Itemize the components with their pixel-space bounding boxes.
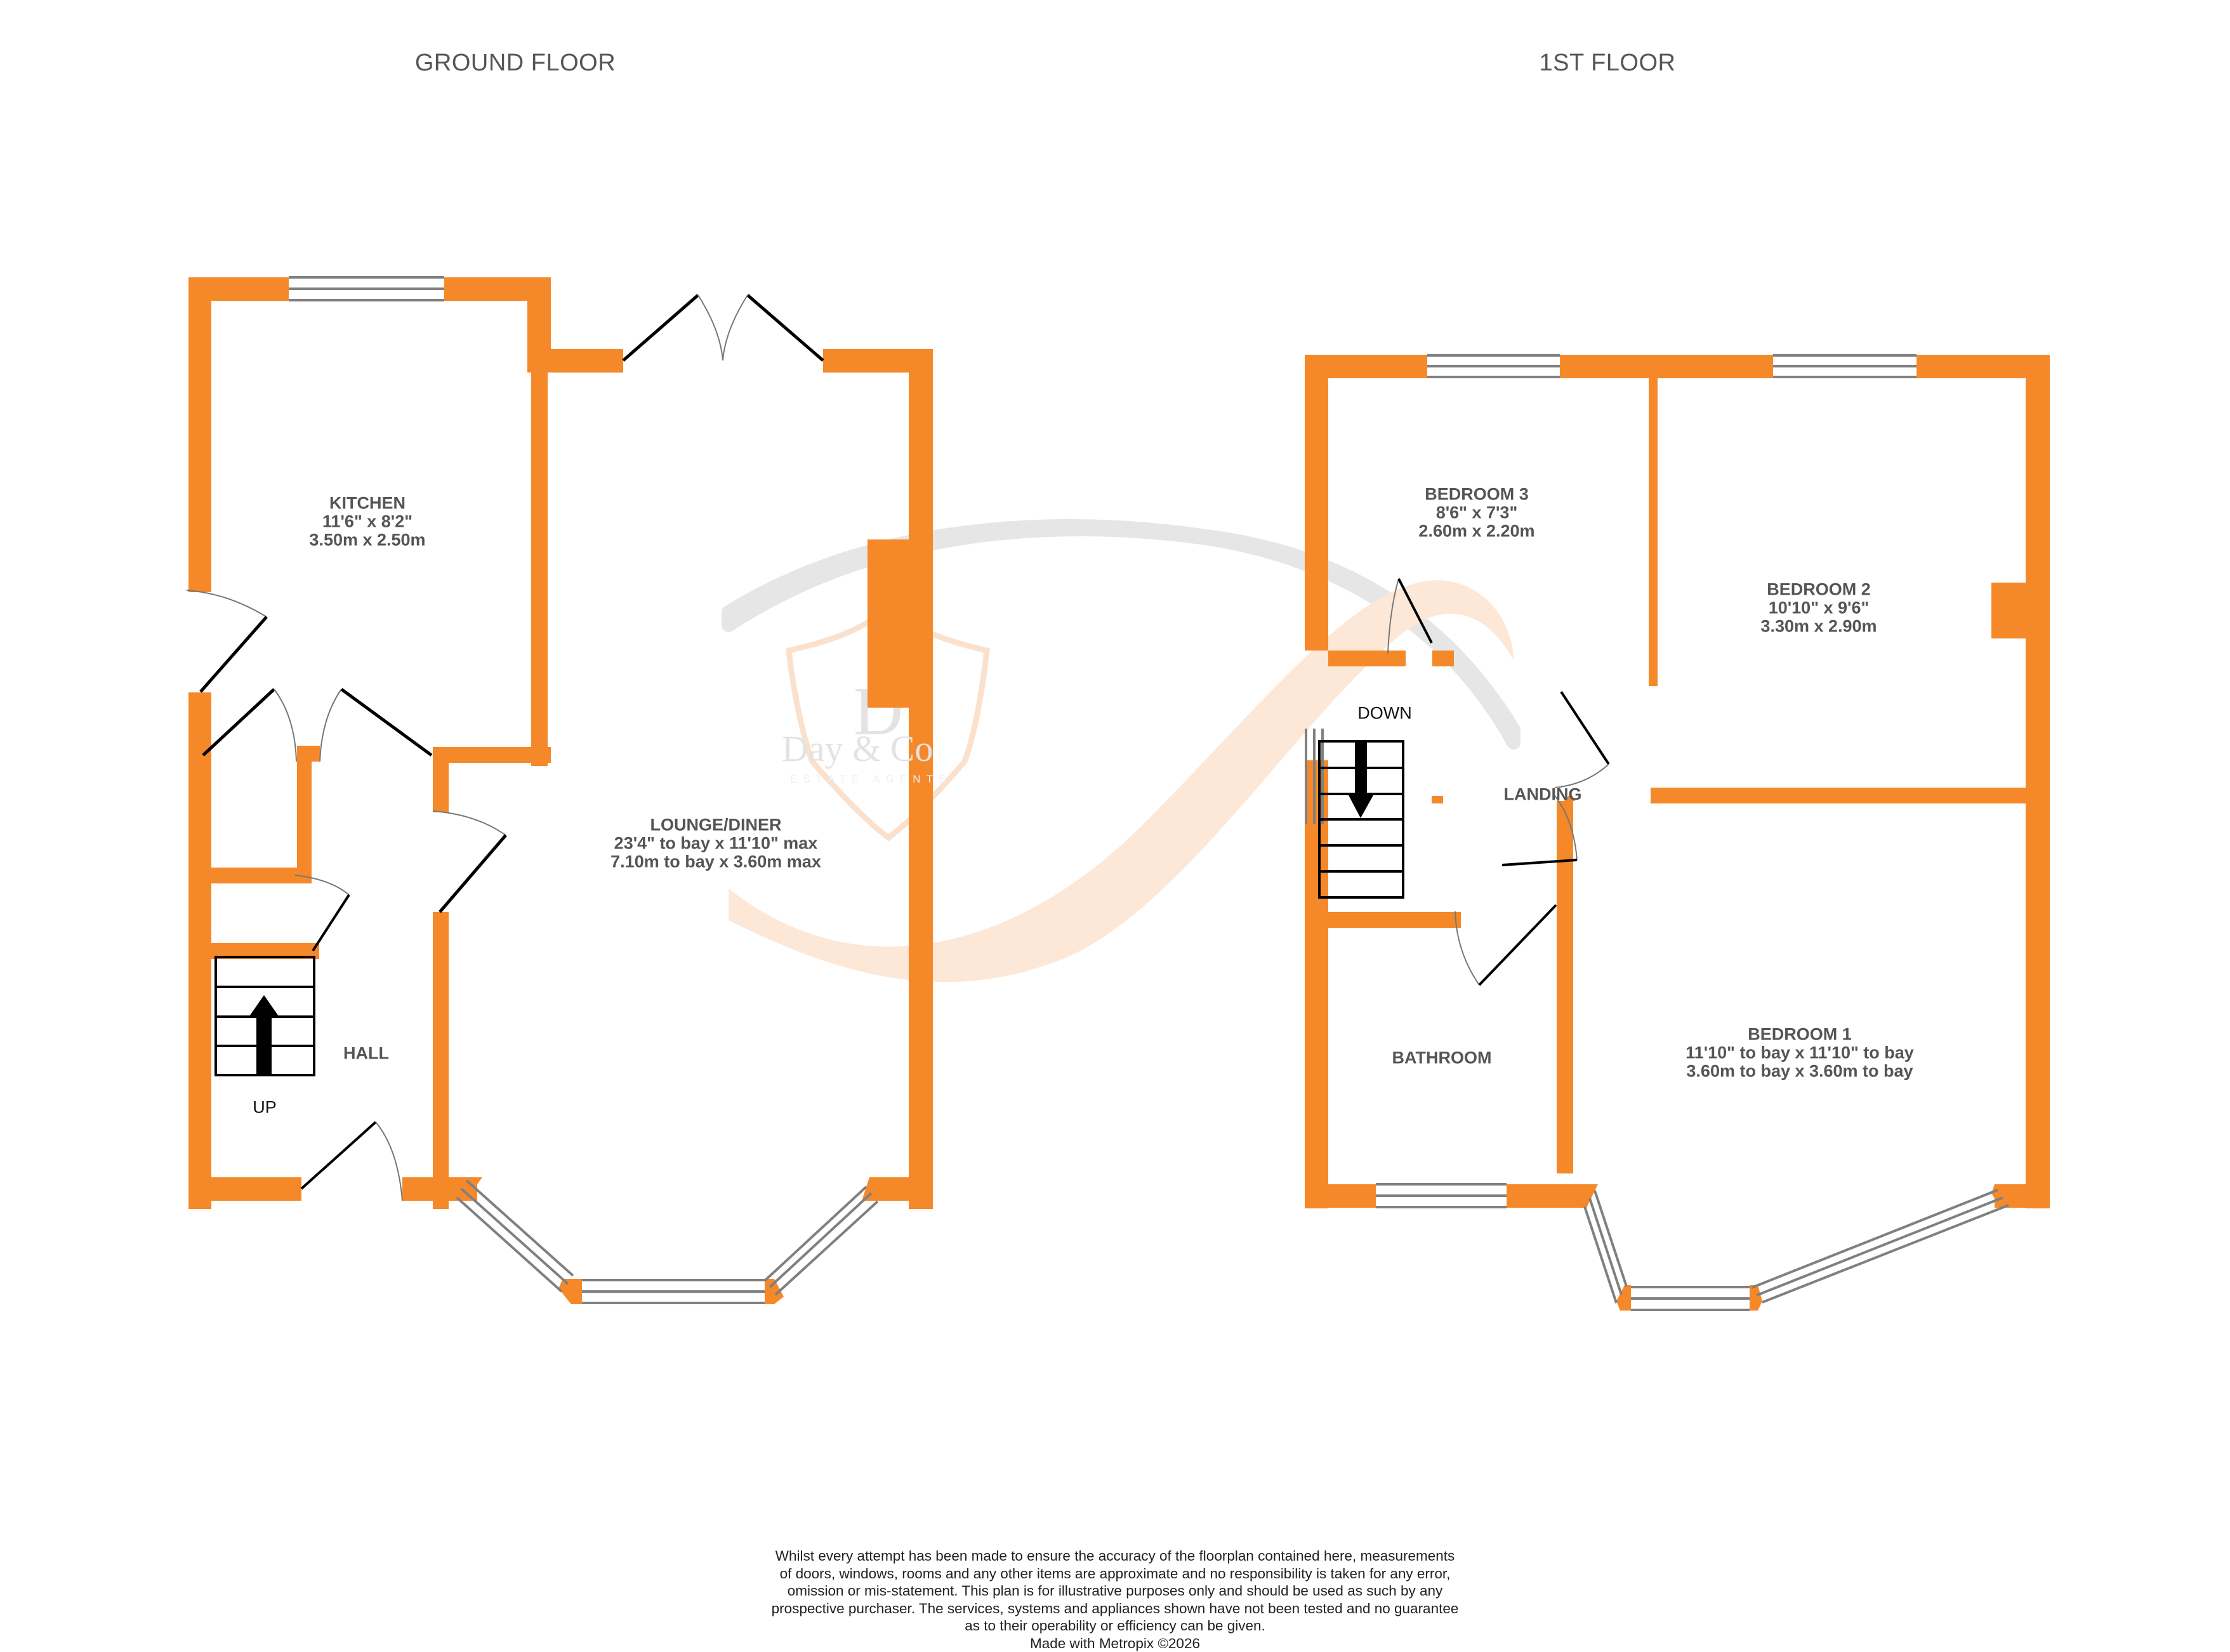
wall: [527, 349, 623, 373]
wall: [297, 746, 320, 762]
room-name: BEDROOM 1: [1686, 1026, 1914, 1044]
wall: [1507, 1184, 1586, 1208]
room-name: HALL: [343, 1045, 389, 1063]
room-dimensions-imperial: 8'6" x 7'3": [1418, 504, 1534, 522]
wall: [188, 692, 211, 1209]
window-kitchen: [289, 277, 444, 300]
wall: [1432, 651, 1454, 666]
room-label-bedroom-2: BEDROOM 2 10'10" x 9'6" 3.30m x 2.90m: [1760, 581, 1877, 636]
watermark-name: Day & Co: [782, 727, 933, 770]
arrow-down-icon: [1349, 741, 1373, 818]
room-dimensions-imperial: 23'4" to bay x 11'10" max: [610, 835, 821, 853]
window-bathroom: [1376, 1184, 1507, 1207]
wall: [1651, 788, 2026, 803]
window-bay-lounge-right: [765, 1187, 878, 1295]
wall: [1560, 355, 1773, 378]
wall: [188, 1177, 301, 1201]
wall: [868, 539, 912, 708]
door-french-lounge[interactable]: [623, 295, 823, 360]
room-dimensions-imperial: 10'10" x 9'6": [1760, 599, 1877, 618]
wall: [1305, 760, 1328, 1208]
disclaimer-credit: Made with Metropix ©2026: [718, 1635, 1512, 1652]
window-bay-bedroom-1-left: [1585, 1191, 1626, 1303]
window-bedroom-3: [1427, 355, 1560, 377]
wall: [1328, 912, 1461, 928]
room-label-bedroom-1: BEDROOM 1 11'10" to bay x 11'10" to bay …: [1686, 1026, 1914, 1081]
disclaimer-line: Whilst every attempt has been made to en…: [718, 1547, 1512, 1565]
wall: [1305, 1184, 1376, 1208]
door-bedroom-2[interactable]: [1555, 692, 1609, 788]
room-dimensions-metric: 3.30m x 2.90m: [1760, 618, 1877, 636]
disclaimer-line: prospective purchaser. The services, sys…: [718, 1600, 1512, 1618]
door-hall-lounge[interactable]: [433, 811, 506, 912]
window-bedroom-2: [1773, 355, 1917, 377]
wall: [433, 912, 449, 1209]
door-understairs[interactable]: [295, 875, 349, 951]
room-dimensions-metric: 3.60m to bay x 3.60m to bay: [1686, 1062, 1914, 1081]
stairs-up[interactable]: [216, 957, 314, 1075]
stairs-down-label: DOWN: [1357, 704, 1411, 724]
wall: [297, 746, 312, 883]
wall: [1305, 355, 1328, 651]
wall: [1750, 1285, 1762, 1311]
room-label-hall: HALL: [343, 1045, 389, 1063]
room-dimensions-imperial: 11'6" x 8'2": [309, 513, 425, 531]
window-bay-bedroom-1-centre: [1631, 1287, 1750, 1310]
room-name: LOUNGE/DINER: [610, 816, 821, 835]
room-label-lounge-diner: LOUNGE/DINER 23'4" to bay x 11'10" max 7…: [610, 816, 821, 871]
wall: [1432, 796, 1443, 803]
wall: [1328, 651, 1406, 666]
window-bay-lounge-centre: [582, 1280, 765, 1303]
wall: [433, 747, 449, 812]
room-name: KITCHEN: [309, 494, 425, 513]
first-floor-plan: [1305, 355, 2050, 1311]
room-dimensions-metric: 7.10m to bay x 3.60m max: [610, 853, 821, 871]
door-kitchen-hall[interactable]: [320, 689, 432, 762]
stairs-up-label: UP: [253, 1098, 277, 1118]
wall: [558, 1279, 582, 1304]
wall: [2026, 355, 2050, 1208]
disclaimer-line: of doors, windows, rooms and any other i…: [718, 1565, 1512, 1583]
room-label-kitchen: KITCHEN 11'6" x 8'2" 3.50m x 2.50m: [309, 494, 425, 550]
room-dimensions-metric: 3.50m x 2.50m: [309, 531, 425, 550]
wall: [1649, 355, 1658, 686]
room-label-bedroom-3: BEDROOM 3 8'6" x 7'3" 2.60m x 2.20m: [1418, 486, 1534, 541]
arrow-up-icon: [248, 995, 280, 1074]
disclaimer-line: as to their operability or efficiency ca…: [718, 1617, 1512, 1635]
watermark-tagline: ESTATE AGENTS: [790, 773, 951, 786]
door-cupboard[interactable]: [203, 689, 296, 762]
ground-floor-plan: [188, 277, 933, 1304]
room-label-bathroom: BATHROOM: [1392, 1049, 1492, 1067]
room-label-landing: LANDING: [1504, 786, 1582, 804]
disclaimer-line: omission or mis-statement. This plan is …: [718, 1582, 1512, 1600]
door-kitchen-side[interactable]: [187, 590, 267, 692]
floor-title-first: 1ST FLOOR: [1540, 50, 1676, 77]
room-name: BEDROOM 3: [1418, 486, 1534, 504]
wall: [211, 868, 298, 883]
room-dimensions-imperial: 11'10" to bay x 11'10" to bay: [1686, 1044, 1914, 1062]
stairs-down[interactable]: [1319, 741, 1403, 897]
wall: [188, 277, 211, 592]
floor-title-ground: GROUND FLOOR: [415, 50, 616, 77]
door-bathroom[interactable]: [1455, 905, 1556, 985]
room-name: BEDROOM 2: [1760, 581, 1877, 599]
ground-floor-windows: [289, 277, 878, 1303]
door-front[interactable]: [301, 1122, 402, 1201]
wall: [433, 747, 551, 763]
wall: [1557, 801, 1573, 1173]
room-dimensions-metric: 2.60m x 2.20m: [1418, 522, 1534, 541]
wall: [531, 373, 548, 766]
room-name: LANDING: [1504, 786, 1582, 804]
wall: [1991, 583, 2026, 638]
disclaimer: Whilst every attempt has been made to en…: [718, 1547, 1512, 1652]
window-bay-bedroom-1-right: [1752, 1190, 2009, 1302]
room-name: BATHROOM: [1392, 1049, 1492, 1067]
